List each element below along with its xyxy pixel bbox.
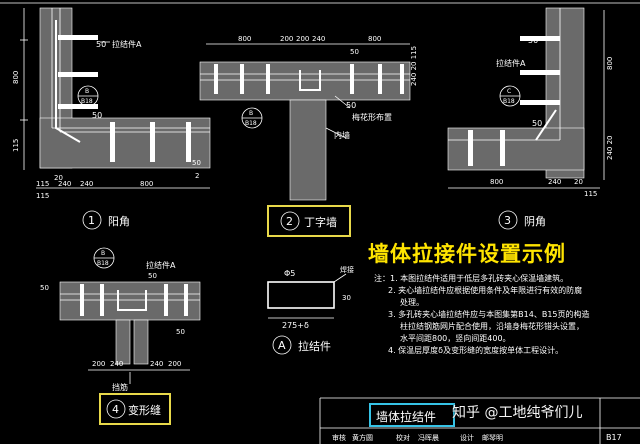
dim4-240-2: 240 xyxy=(150,360,163,368)
detail-2-circle xyxy=(280,211,300,231)
dim3-240-right: 240 20 xyxy=(606,136,614,161)
note-line-4: 3. 多孔砖夹心墙拉结件应与本图集第B14、B15页的构造 xyxy=(388,310,590,319)
tb-design: 设计 xyxy=(460,433,474,442)
label-tie-a-3: 拉结件A xyxy=(496,58,526,68)
dim-240-1: 240 xyxy=(58,180,71,188)
label-50-2: 50 xyxy=(92,111,102,120)
tb-checker: 冯晖晨 xyxy=(418,434,439,442)
detail-2-name: 丁字墙 xyxy=(304,215,337,229)
detail-3-inner-corner: 50 拉结件A C B18 50 800 240 20 800 240 20 1… xyxy=(447,7,614,230)
detail-1-circle xyxy=(82,210,102,230)
dim4-200-1: 200 xyxy=(92,360,105,368)
label-tie-a-4: 拉结件A xyxy=(146,260,176,270)
note-line-1: 注：1. 本图拉结件适用于低层多孔砖夹心保温墙建筑。 xyxy=(374,274,569,283)
callout-b2-bottom: B18 xyxy=(245,120,257,127)
callout-b2-top: B xyxy=(249,110,253,117)
note-line-6: 水平间距800，竖向间距400。 xyxy=(400,334,511,343)
note-line-2: 2. 夹心墙拉结件应根据使用条件及年限进行有效的防腐 xyxy=(388,286,583,295)
dim4-240-1: 240 xyxy=(110,360,123,368)
detail-1-outer-corner: 800 115 115 20 240 240 800 115 2 50 拉结件A… xyxy=(12,7,211,230)
dim-115-240-left: 115 xyxy=(12,139,20,152)
callout-b4-top: B xyxy=(101,250,105,257)
title-block-highlight xyxy=(369,403,455,427)
detail-2-number: 2 xyxy=(286,215,293,228)
dim2-200-2: 200 xyxy=(296,35,309,43)
title-block: 墙体拉结件 B17 审核 黄方圆 校对 冯晖晨 设计 邮琴明 xyxy=(319,397,640,444)
tb-review: 审核 xyxy=(332,433,346,442)
dim-240-2: 240 xyxy=(80,180,93,188)
detail-3-name: 阴角 xyxy=(524,215,546,228)
label-50-4c: 50 xyxy=(40,284,49,292)
dim2-800-left: 800 xyxy=(238,35,251,43)
dim-a-275: 275+δ xyxy=(282,321,309,330)
label-50-4b: 50 xyxy=(176,328,185,336)
notes-block: 注：1. 本图拉结件适用于低层多孔砖夹心保温墙建筑。 2. 夹心墙拉结件应根据使… xyxy=(374,273,626,357)
dim-2: 2 xyxy=(195,172,199,180)
note-line-5: 柱拉结钢筋网片配合使用，沿墙身梅花形错头设置， xyxy=(400,322,584,331)
main-title: 墙体拉接件设置示例 xyxy=(368,242,566,266)
callout-c-bottom: B18 xyxy=(503,98,515,105)
dim-115-1: 115 xyxy=(36,180,49,188)
dim4-200-2: 200 xyxy=(168,360,181,368)
dim3-800-right: 800 xyxy=(606,57,614,70)
callout-b1-top: B xyxy=(85,88,89,95)
dim2-200-1: 200 xyxy=(280,35,293,43)
label-50-3: 50 xyxy=(192,159,201,167)
detail-3-number: 3 xyxy=(504,214,511,227)
label-50-4a: 50 xyxy=(148,272,157,280)
title-block-name: 墙体拉结件 xyxy=(376,409,436,424)
label-flower: 梅花形布置 xyxy=(352,112,392,122)
dim-20-1: 20 xyxy=(54,174,63,182)
dim2-50: 50 xyxy=(350,48,359,56)
dim2-240-right: 240 20 115 xyxy=(410,46,418,86)
label-50-r2: 50 xyxy=(532,119,542,128)
dim3-240-bottom: 240 xyxy=(548,178,561,186)
callout-b4-bottom: B18 xyxy=(97,260,109,267)
note-line-7: 4. 保温层厚度δ及变形缝的宽度按单体工程设计。 xyxy=(388,346,564,355)
label-stop-bar: 挡筋 xyxy=(112,382,128,392)
title-block-page: B17 xyxy=(606,433,622,442)
detail-4-circle xyxy=(106,399,126,419)
detail-a-tie-piece: Φ5 焊接 30 275+δ A 拉结件 xyxy=(267,265,354,355)
dim-115-2: 115 xyxy=(36,192,49,200)
dim-a-phi5: Φ5 xyxy=(284,269,295,278)
tb-designer: 邮琴明 xyxy=(482,433,503,442)
label-tie-a-1: 拉结件A xyxy=(112,39,142,49)
note-line-3: 处理。 xyxy=(400,298,424,307)
label-50-r1: 50 xyxy=(528,36,538,45)
detail-2-highlight xyxy=(267,205,351,237)
detail-1-number: 1 xyxy=(88,214,95,227)
tb-reviewer: 黄方圆 xyxy=(352,433,373,442)
dim-a-30: 30 xyxy=(342,294,351,302)
label-50-1: 50 xyxy=(96,40,106,49)
dim-800-left: 800 xyxy=(12,71,20,84)
detail-1-name: 阳角 xyxy=(108,215,130,228)
dim-800-1: 800 xyxy=(140,180,153,188)
detail-a-circle xyxy=(272,335,292,355)
detail-a-name: 拉结件 xyxy=(298,339,331,353)
watermark: 知乎 @工地纯爷们儿 xyxy=(452,405,583,421)
dim3-115: 115 xyxy=(584,190,597,198)
tie-piece-shape xyxy=(267,281,335,309)
label-50-t: 50 xyxy=(346,101,356,110)
callout-c-top: C xyxy=(507,88,511,95)
detail-4-name: 变形缝 xyxy=(128,403,161,417)
label-weld: 焊接 xyxy=(340,265,354,274)
callout-b1-bottom: B18 xyxy=(81,98,93,105)
detail-4-expansion-joint: B B18 拉结件A 50 50 50 200 240 240 200 挡筋 4… xyxy=(40,247,201,425)
detail-3-circle xyxy=(498,210,518,230)
dim2-240: 240 xyxy=(312,35,325,43)
detail-4-number: 4 xyxy=(112,403,119,416)
dim2-800-right: 800 xyxy=(368,35,381,43)
tb-check: 校对 xyxy=(396,433,410,442)
detail-2-t-wall: 800 200 200 240 800 50 240 20 115 B B18 … xyxy=(199,35,418,237)
detail-4-highlight xyxy=(99,393,171,425)
dim3-20: 20 xyxy=(574,178,583,186)
dim3-800-bottom: 800 xyxy=(490,178,503,186)
detail-a-number: A xyxy=(278,339,286,352)
label-inner-wall: 内墙 xyxy=(334,130,350,140)
